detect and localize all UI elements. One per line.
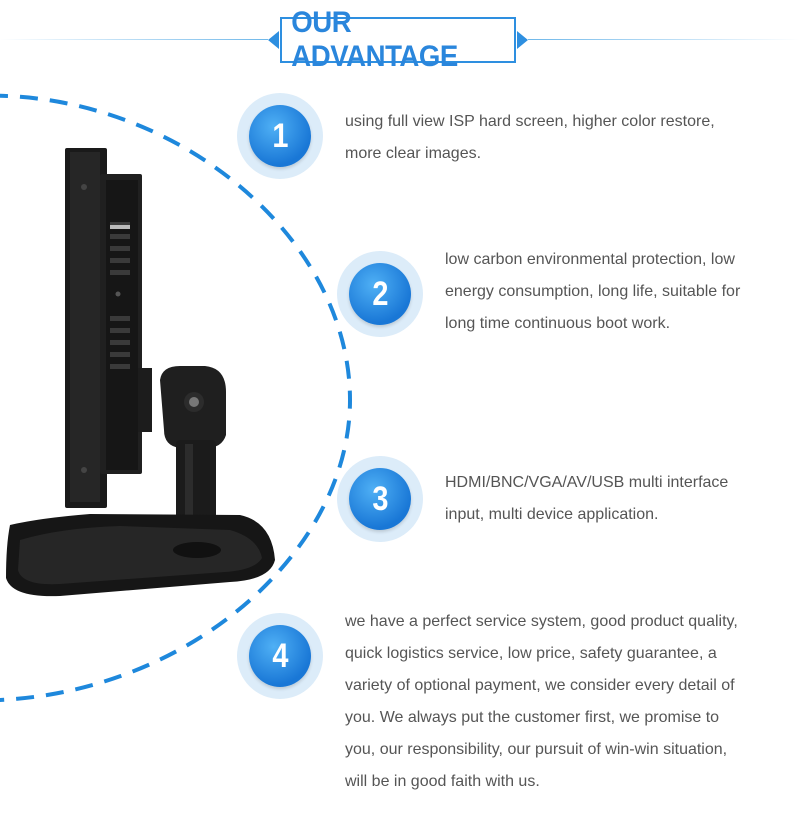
feature-number-1: 1 — [271, 116, 289, 155]
header-divider-right — [528, 39, 800, 40]
feature-line: using full view ISP hard screen, higher … — [345, 113, 715, 130]
header-title-box: OUR ADVANTAGE — [280, 6, 516, 73]
feature-line: you, our responsibility, our pursuit of … — [345, 741, 728, 758]
feature-badge-1: 1 — [237, 93, 323, 179]
feature-line: HDMI/BNC/VGA/AV/USB multi interface — [445, 474, 729, 491]
feature-number-2: 2 — [371, 274, 389, 313]
feature-line: more clear images. — [345, 145, 482, 162]
feature-line: long time continuous boot work. — [445, 315, 671, 332]
feature-line: quick logistics service, low price, safe… — [345, 645, 717, 662]
feature-text-3: HDMI/BNC/VGA/AV/USB multi interface inpu… — [445, 467, 728, 531]
feature-number-3: 3 — [371, 479, 389, 518]
feature-badge-4: 4 — [237, 613, 323, 699]
feature-text-2: low carbon environmental protection, low… — [445, 244, 740, 340]
feature-line: you. We always put the customer first, w… — [345, 709, 720, 726]
feature-badge-3: 3 — [337, 456, 423, 542]
feature-number-4: 4 — [271, 636, 289, 675]
feature-line: variety of optional payment, we consider… — [345, 677, 735, 694]
feature-line: low carbon environmental protection, low — [445, 251, 735, 268]
header-arrow-right-icon — [517, 31, 528, 49]
page-title: OUR ADVANTAGE — [291, 6, 458, 73]
monitor-product-image — [6, 148, 275, 597]
feature-badge-2: 2 — [337, 251, 423, 337]
header-divider-left — [0, 39, 268, 40]
feature-line: we have a perfect service system, good p… — [345, 613, 738, 630]
header-arrow-left-icon — [268, 31, 279, 49]
feature-line: input, multi device application. — [445, 506, 659, 523]
feature-text-4: we have a perfect service system, good p… — [345, 606, 738, 798]
feature-text-1: using full view ISP hard screen, higher … — [345, 106, 715, 170]
feature-line: will be in good faith with us. — [345, 773, 540, 790]
feature-line: energy consumption, long life, suitable … — [445, 283, 741, 300]
